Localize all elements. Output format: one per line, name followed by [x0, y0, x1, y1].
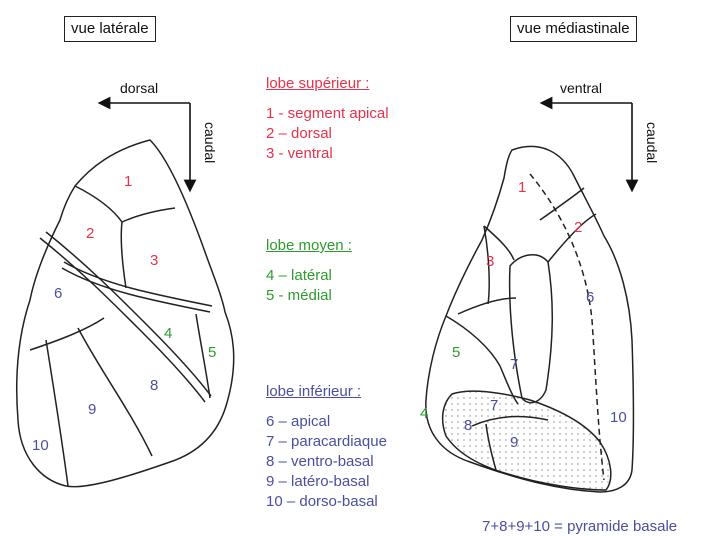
legend-middle-lobe: lobe moyen : 4 – latéral 5 - médial [266, 236, 352, 306]
left-seg-label: 2 [86, 225, 94, 242]
legend-item: 10 – dorso-basal [266, 492, 387, 512]
right-seg-label: 10 [610, 409, 627, 426]
legend-item: 6 – apical [266, 412, 387, 432]
right-seg-label: 7 [510, 356, 518, 373]
left-axis-horizontal-label: dorsal [120, 80, 158, 96]
left-seg-label: 4 [164, 325, 172, 342]
right-seg-label: 4 [420, 405, 428, 422]
pyramid-note: 7+8+9+10 = pyramide basale [482, 518, 677, 535]
left-seg-label: 3 [150, 252, 158, 269]
legend-item: 4 – latéral [266, 266, 352, 286]
left-lung-outline [17, 140, 234, 487]
legend-item: 9 – latéro-basal [266, 472, 387, 492]
left-axis-vertical-label: caudal [202, 122, 218, 163]
legend-superior-title: lobe supérieur : [266, 74, 389, 94]
right-seg-label: 5 [452, 344, 460, 361]
right-axis-arrows [546, 103, 632, 186]
right-axis-vertical-label: caudal [644, 122, 660, 163]
legend-inferior-lobe: lobe inférieur : 6 – apical 7 – paracard… [266, 382, 387, 512]
legend-middle-title: lobe moyen : [266, 236, 352, 256]
left-axis-arrows [104, 103, 190, 186]
left-seg-label: 1 [124, 173, 132, 190]
left-seg-label: 8 [150, 377, 158, 394]
right-seg-label: 6 [586, 289, 594, 306]
legend-item: 5 - médial [266, 286, 352, 306]
right-seg-label: 2 [574, 219, 582, 236]
right-axis-horizontal-label: ventral [560, 80, 602, 96]
legend-superior-lobe: lobe supérieur : 1 - segment apical 2 – … [266, 74, 389, 164]
left-seg-label: 10 [32, 437, 49, 454]
right-seg-label: 7 [490, 397, 498, 414]
right-seg-label: 3 [486, 253, 494, 270]
legend-item: 2 – dorsal [266, 124, 389, 144]
legend-inferior-title: lobe inférieur : [266, 382, 387, 402]
left-seg-label: 9 [88, 401, 96, 418]
legend-item: 3 - ventral [266, 144, 389, 164]
right-seg-label: 8 [464, 417, 472, 434]
right-seg-label: 1 [518, 179, 526, 196]
legend-item: 7 – paracardiaque [266, 432, 387, 452]
right-lung-outline [426, 146, 634, 492]
legend-item: 8 – ventro-basal [266, 452, 387, 472]
right-seg-label: 9 [510, 434, 518, 451]
legend-item: 1 - segment apical [266, 104, 389, 124]
left-seg-label: 6 [54, 285, 62, 302]
left-seg-label: 5 [208, 344, 216, 361]
